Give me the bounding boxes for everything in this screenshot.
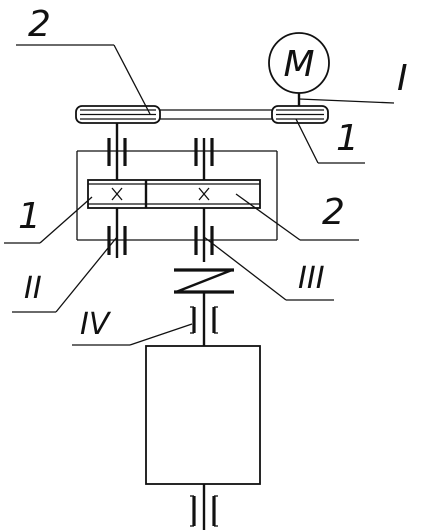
gear-1-center-mark — [111, 187, 123, 201]
shaft-2-label: II — [24, 271, 42, 306]
drive-pulley-callout: 1 — [295, 118, 365, 164]
shaft-4-label: IV — [80, 307, 112, 342]
gear-pair — [87, 179, 261, 209]
driven-pulley-label: 2 — [28, 4, 51, 45]
motor-label: M — [283, 44, 314, 85]
gear-1-label: 1 — [18, 196, 41, 237]
gear-1-callout: 1 — [4, 196, 93, 244]
gear-2-center-mark — [198, 187, 210, 201]
drive-pulley-label: 1 — [336, 118, 359, 159]
shaft-3-label: III — [298, 261, 325, 296]
shaft-3-callout: III — [203, 236, 334, 301]
belt-drive — [75, 105, 329, 124]
driven-pulley-callout: 2 — [16, 4, 151, 115]
shaft-1-callout: I — [298, 58, 408, 104]
lower-coupling — [190, 495, 218, 527]
gearbox-housing — [76, 150, 278, 241]
motor: M — [268, 32, 330, 106]
drive-pulley — [271, 105, 329, 124]
upper-coupling — [190, 306, 218, 334]
shaft-2-callout: II — [12, 236, 118, 313]
clutch — [174, 268, 234, 346]
shaft-1-label: I — [397, 58, 408, 99]
gear-2-label: 2 — [322, 192, 345, 233]
gear-2-callout: 2 — [235, 192, 359, 241]
driven-pulley — [75, 105, 161, 124]
shaft-4-callout: IV — [72, 307, 193, 346]
load-block — [145, 345, 261, 530]
